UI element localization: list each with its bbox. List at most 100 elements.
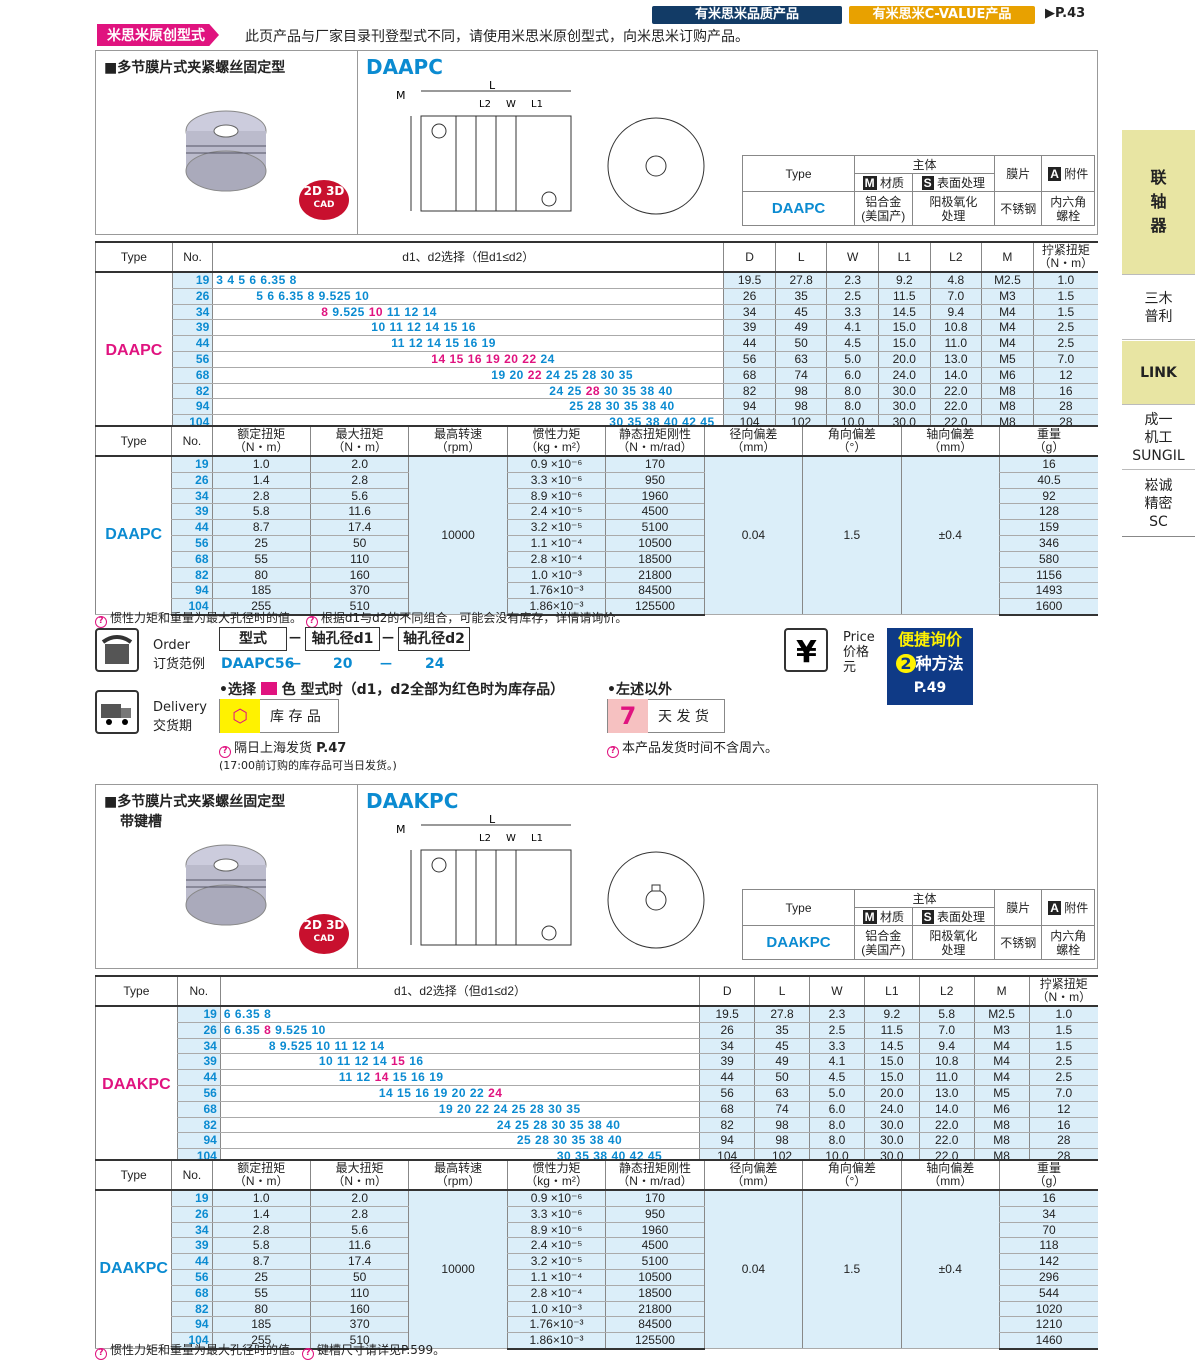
no-cell: 68: [171, 1285, 212, 1302]
bore-select-cell: 19 20 22 24 25 28 30 35: [212, 367, 724, 384]
cell-L2: 11.0: [929, 335, 982, 352]
cell-D: 82: [699, 1117, 755, 1134]
bore-option: 28: [533, 1117, 548, 1132]
side-tab-coupling[interactable]: 联 轴 器: [1122, 130, 1195, 275]
column-header: 拧紧扭矩 （N・m）: [1032, 241, 1098, 273]
column-header: 轴向偏差 （mm）: [900, 1159, 1000, 1191]
cell-M: M2.5: [973, 1006, 1030, 1023]
cell-D: 82: [723, 383, 776, 400]
cell-rated-torque: 185: [211, 582, 311, 600]
no-cell: 56: [171, 351, 213, 368]
bore-option: 35: [569, 1117, 585, 1132]
bore-select-cell: 25 28 30 35 38 40: [212, 398, 724, 416]
original-tag: 米思米原创型式: [97, 24, 219, 46]
cell-M: M4: [981, 319, 1034, 337]
no-cell: 26: [171, 1206, 212, 1223]
spec-surf-header: S 表面处理: [911, 173, 996, 192]
bore-option: 11: [391, 336, 405, 351]
days-box: 7 天 发 货: [607, 699, 725, 733]
phone-icon: [95, 628, 139, 672]
model-name: DAAPC: [366, 55, 443, 79]
bore-option: 6: [249, 273, 257, 287]
product-title: ■多节膜片式夹紧螺丝固定型: [104, 60, 286, 76]
spec-acc-header: A 附件: [1041, 889, 1095, 926]
bore-select-cell: 6 6.35 8 9.525 10: [219, 1022, 700, 1039]
coupling-image: [185, 110, 267, 192]
cell-L: 35: [754, 1022, 810, 1039]
yen-icon: ¥: [784, 628, 828, 672]
cell-L2: 22.0: [918, 1132, 975, 1150]
bore-option: 40: [607, 1133, 623, 1148]
cell-rated-torque: 2.8: [211, 1222, 311, 1239]
side-tab-sc[interactable]: 崧诚 精密 SC: [1122, 471, 1195, 537]
cell-L1: 24.0: [878, 367, 931, 384]
cell-tq: 1.5: [1032, 288, 1098, 305]
cell-M: M3: [981, 288, 1034, 305]
bore-option: 14: [425, 320, 440, 335]
column-header: No.: [171, 425, 212, 457]
cell-tq: 2.5: [1032, 335, 1098, 352]
no-cell: 19: [171, 1190, 212, 1207]
spec-main-header: 主体: [853, 155, 996, 174]
spec-film-header: 膜片: [994, 155, 1043, 192]
column-header: 额定扭矩 （N・m）: [211, 425, 311, 457]
cell-inertia: 2.4 ×10⁻⁵: [506, 503, 606, 521]
column-header: L: [774, 241, 827, 273]
no-cell: 39: [171, 503, 212, 521]
side-tab-miki[interactable]: 三木 普利: [1122, 276, 1195, 340]
no-cell: 94: [171, 582, 212, 600]
cell-weight: 1156: [999, 567, 1098, 584]
cell-tq: 1.5: [1028, 1038, 1098, 1055]
side-tab-link[interactable]: LINK: [1122, 341, 1195, 405]
bore-option: 20: [451, 1085, 467, 1100]
column-header: 惯性力矩 （kg・m²）: [506, 1159, 606, 1191]
cell-L1: 14.5: [863, 1038, 920, 1055]
cell-rated-torque: 1.4: [211, 1206, 311, 1223]
cell-M: M4: [973, 1038, 1030, 1055]
bore-select-cell: 10 11 12 14 15 16: [219, 1053, 700, 1071]
no-cell: 94: [171, 1316, 212, 1334]
spec-surf: 阳极氧化 处理: [911, 925, 996, 960]
column-header: 重量 （g）: [999, 1159, 1098, 1191]
cell-L: 45: [774, 304, 827, 321]
bore-option: 20: [504, 351, 519, 366]
bore-option: 15: [392, 1070, 408, 1085]
column-header: L: [754, 975, 810, 1007]
cell-max-torque: 370: [309, 582, 409, 600]
bore-option: 12: [351, 1038, 367, 1053]
bore-option: 10: [368, 304, 384, 319]
cell-L1: 20.0: [878, 351, 931, 368]
bore-select-cell: 8 9.525 10 11 12 14: [219, 1038, 700, 1055]
cell-max-torque: 50: [309, 535, 409, 552]
cell-M: M4: [973, 1053, 1030, 1071]
svg-text:¥: ¥: [796, 635, 817, 670]
cell-D: 94: [699, 1132, 755, 1150]
bore-option: 20: [457, 1101, 472, 1116]
side-tab-sungil[interactable]: 成一 机工 SUNGIL: [1122, 406, 1195, 470]
spec-surf-header: S 表面处理: [911, 907, 996, 926]
column-header: d1、d2选择（但d1≤d2）: [219, 975, 700, 1007]
cell-inertia: 0.9 ×10⁻⁶: [506, 1190, 606, 1207]
cell-L1: 30.0: [878, 383, 931, 400]
cell-W: 8.0: [826, 398, 879, 416]
bore-option: 38: [589, 1133, 605, 1148]
cell-L1: 30.0: [878, 398, 931, 416]
column-header: d1、d2选择（但d1≤d2）: [212, 241, 724, 273]
order-ex-d1: 20: [333, 656, 353, 672]
spec-mat-header: M 材质: [854, 907, 913, 926]
tip-icon: ?: [95, 1348, 107, 1360]
p47-link[interactable]: P.47: [316, 741, 347, 756]
no-cell: 104: [171, 1332, 212, 1350]
cell-tq: 7.0: [1032, 351, 1098, 368]
cell-stiffness: 10500: [605, 535, 705, 552]
page-ref[interactable]: ▶P.43: [1045, 6, 1086, 21]
